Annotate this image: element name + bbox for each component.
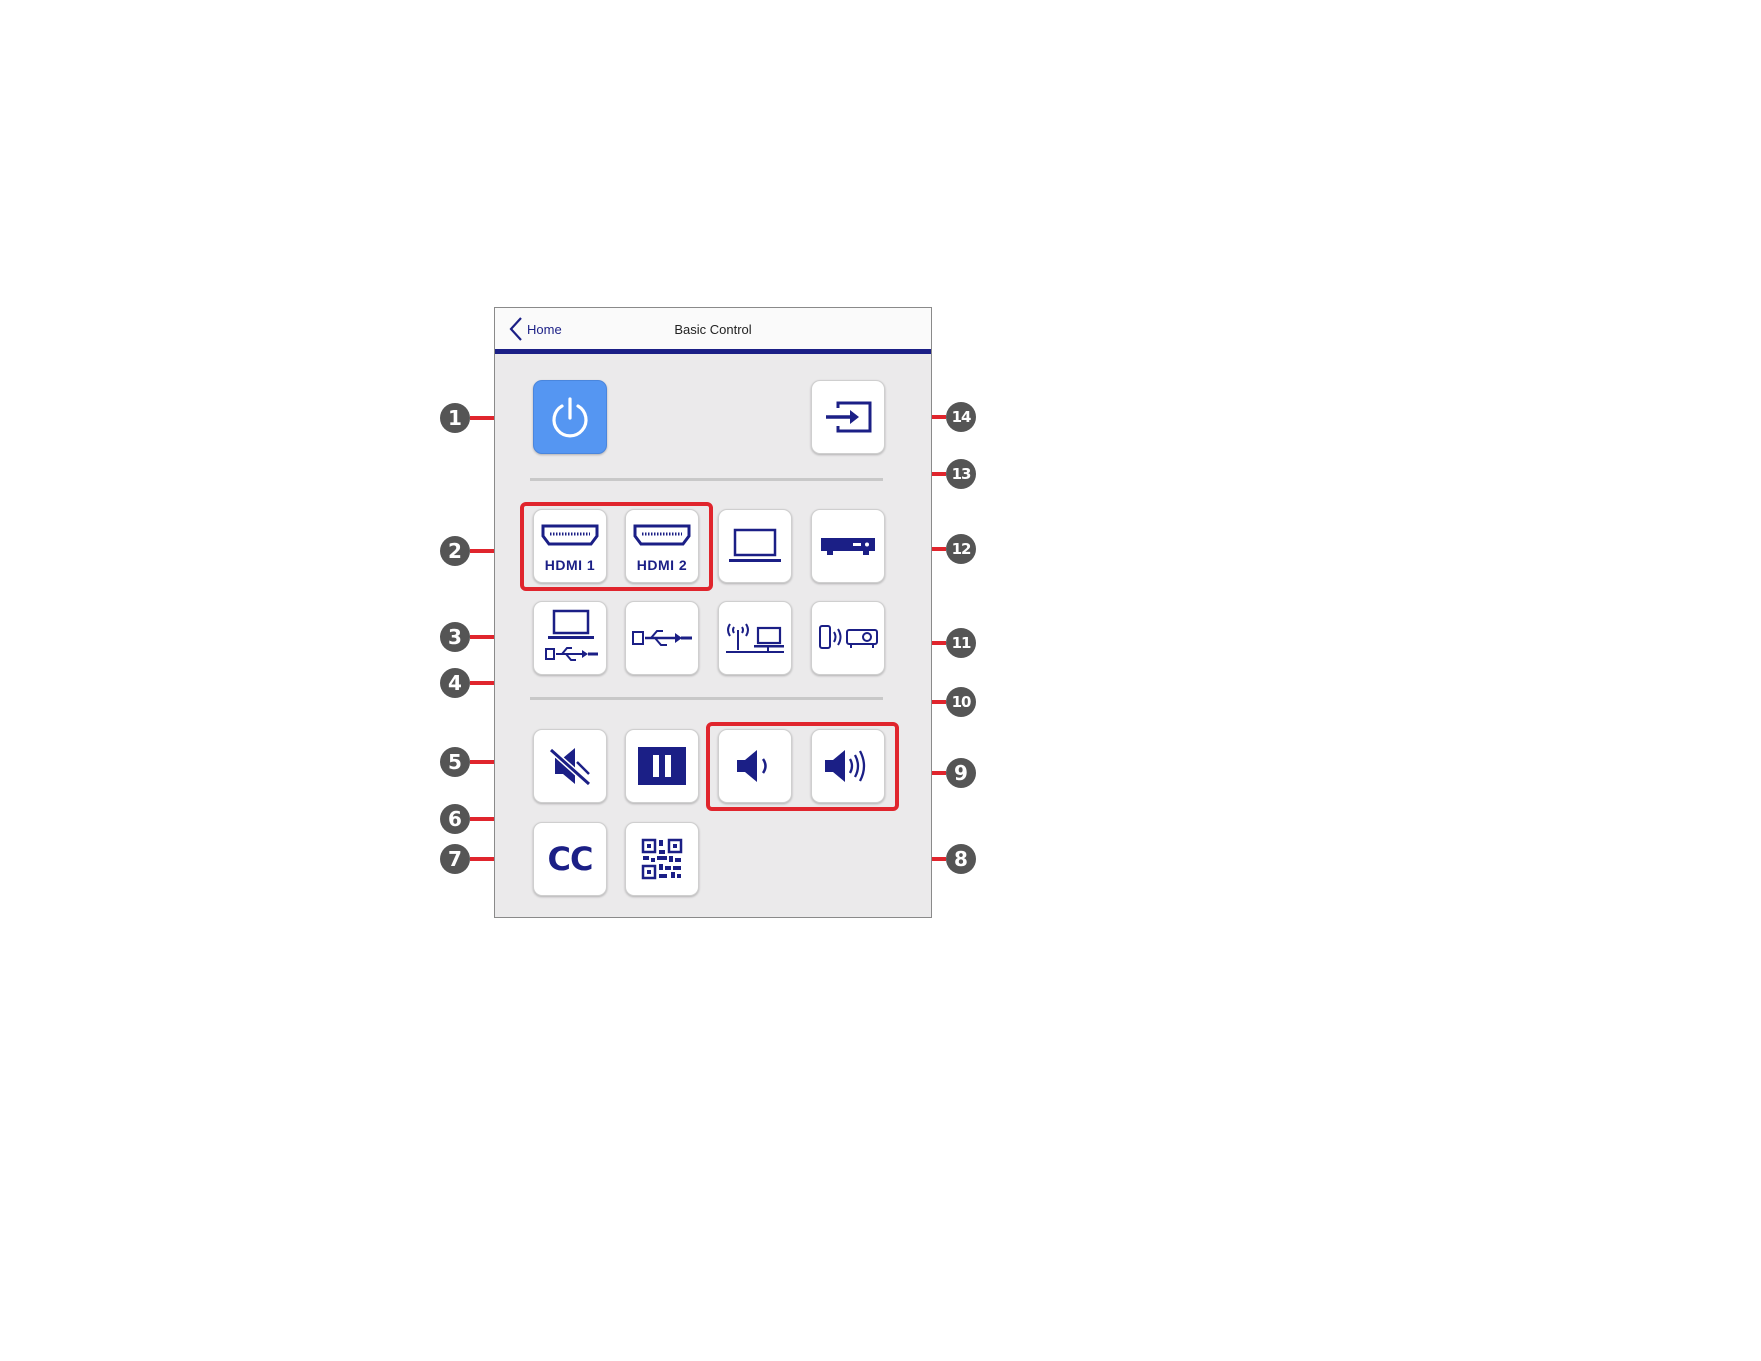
- freeze-icon: [637, 746, 687, 786]
- callout-badge-6: 6: [440, 804, 470, 834]
- nav-header: Home Basic Control: [495, 308, 931, 354]
- freeze-button[interactable]: [625, 729, 699, 803]
- closed-caption-icon: CC: [548, 840, 593, 878]
- page-title: Basic Control: [495, 322, 931, 337]
- callout-badge-10: 10: [946, 687, 976, 717]
- section-divider: [530, 478, 883, 481]
- av-mute-icon: [545, 744, 595, 788]
- video-player-icon: [819, 534, 877, 558]
- hdmi-port-icon: [541, 524, 599, 546]
- callout-badge-14: 14: [946, 402, 976, 432]
- av-mute-button[interactable]: [533, 729, 607, 803]
- input-switch-icon: [822, 400, 874, 434]
- hdmi1-label: HDMI 1: [534, 557, 606, 573]
- callout-badge-7: 7: [440, 844, 470, 874]
- hdmi1-button[interactable]: HDMI 1: [533, 509, 607, 583]
- laptop-icon: [728, 527, 782, 565]
- volume-up-button[interactable]: [811, 729, 885, 803]
- hdmi-port-icon: [633, 524, 691, 546]
- computer-button[interactable]: [718, 509, 792, 583]
- hdmi2-label: HDMI 2: [626, 557, 698, 573]
- power-button[interactable]: [533, 380, 607, 454]
- usb-display-icon: [540, 609, 600, 667]
- section-divider: [530, 697, 883, 700]
- callout-badge-5: 5: [440, 747, 470, 777]
- callout-badge-9: 9: [946, 758, 976, 788]
- power-icon: [547, 394, 593, 440]
- usb-icon: [631, 626, 693, 650]
- volume-down-icon: [733, 746, 777, 786]
- qr-code-button[interactable]: [625, 822, 699, 896]
- callout-badge-4: 4: [440, 668, 470, 698]
- callout-badge-11: 11: [946, 628, 976, 658]
- volume-up-icon: [823, 744, 873, 788]
- screen-mirroring-icon: [817, 622, 879, 654]
- callout-badge-8: 8: [946, 844, 976, 874]
- screen-mirroring-button[interactable]: [811, 601, 885, 675]
- network-button[interactable]: [718, 601, 792, 675]
- volume-down-button[interactable]: [718, 729, 792, 803]
- usb-display-button[interactable]: [533, 601, 607, 675]
- callout-badge-1: 1: [440, 403, 470, 433]
- av-device-button[interactable]: [811, 509, 885, 583]
- callout-badge-13: 13: [946, 459, 976, 489]
- callout-badge-12: 12: [946, 534, 976, 564]
- input-switch-button[interactable]: [811, 380, 885, 454]
- usb-button[interactable]: [625, 601, 699, 675]
- callout-badge-2: 2: [440, 536, 470, 566]
- callout-badge-3: 3: [440, 622, 470, 652]
- hdmi2-button[interactable]: HDMI 2: [625, 509, 699, 583]
- qr-code-icon: [641, 838, 683, 880]
- closed-caption-button[interactable]: CC: [533, 822, 607, 896]
- app-screen: Home Basic Control HDMI 1 HDMI 2: [494, 307, 932, 918]
- network-icon: [724, 618, 786, 658]
